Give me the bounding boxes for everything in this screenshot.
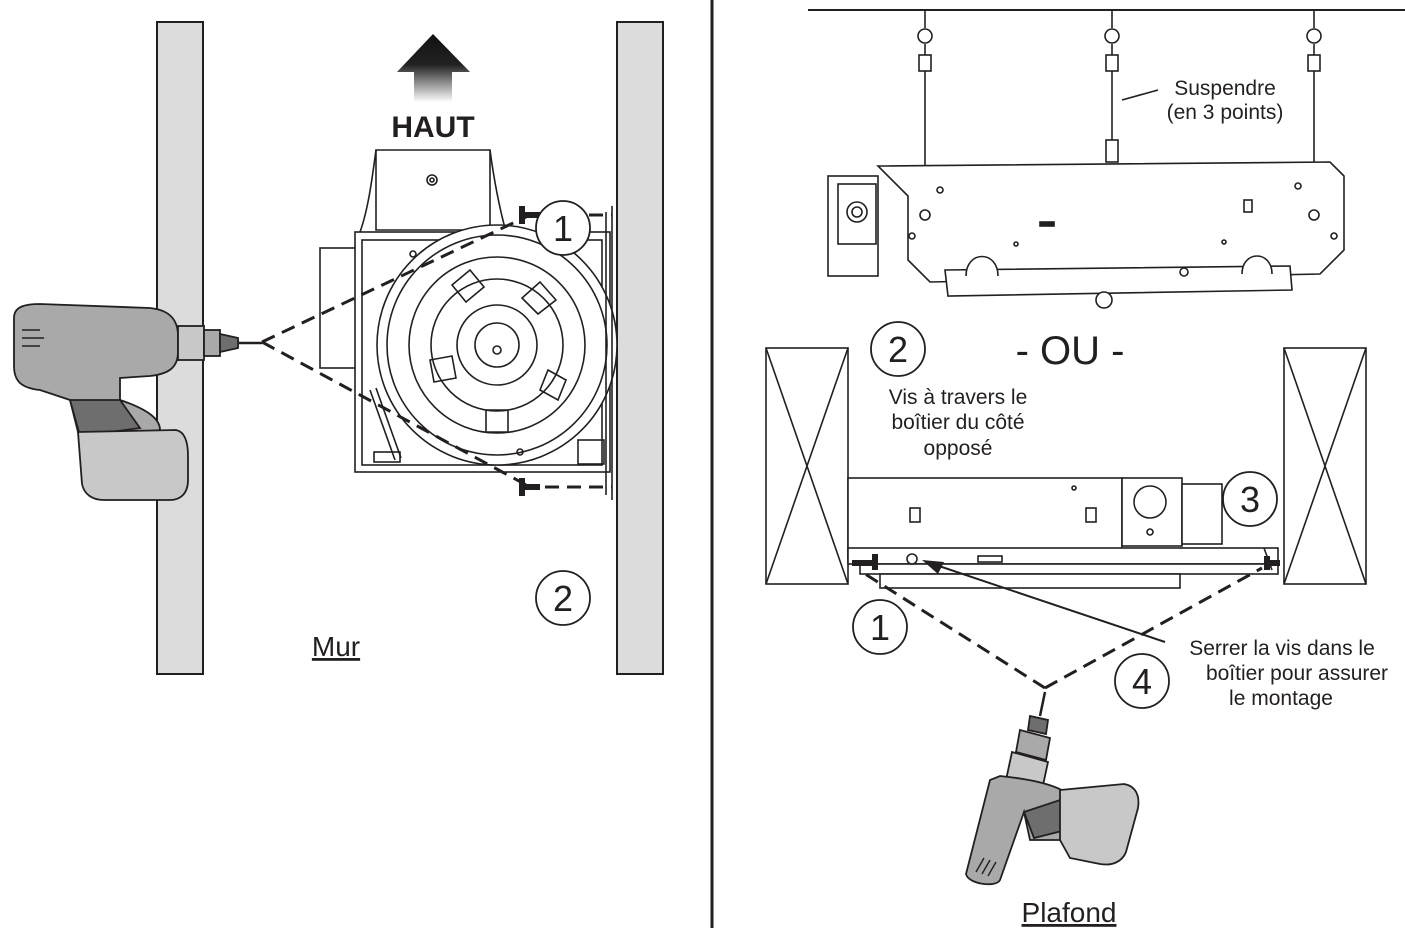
hang-label-1: Suspendre — [1174, 77, 1276, 100]
step-4-text-1: Serrer la vis dans le — [1189, 637, 1375, 660]
svg-text:1: 1 — [870, 607, 890, 648]
drill-icon — [13, 303, 262, 501]
wall-step-2: 2 — [535, 570, 591, 626]
fan-housing-icon — [847, 477, 1279, 589]
wall-step-1: 1 — [535, 200, 591, 256]
fan-housing-icon — [827, 161, 1345, 309]
svg-text:4: 4 — [1132, 661, 1152, 702]
step-2-text-3: opposé — [924, 437, 993, 460]
wall-panel: HAUT — [13, 21, 664, 675]
up-arrow-icon — [397, 34, 470, 102]
step-2-text-1: Vis à travers le — [889, 386, 1028, 409]
up-label: HAUT — [391, 111, 474, 144]
ceiling-step-2: 2 — [870, 321, 926, 377]
ceiling-step-1: 1 — [852, 599, 908, 655]
ceiling-panel: Suspendre (en 3 points) - OU - — [765, 9, 1405, 928]
fan-housing-icon — [319, 149, 618, 500]
ceiling-joist-right — [1283, 347, 1367, 585]
ceiling-step-4: 4 — [1114, 653, 1170, 709]
drill-aim-lines — [861, 566, 1263, 690]
screw-icon — [519, 206, 540, 496]
svg-text:1: 1 — [553, 208, 573, 249]
svg-text:3: 3 — [1240, 479, 1260, 520]
ceiling-joist-left — [765, 347, 849, 585]
hang-leader — [1121, 89, 1159, 101]
hang-label-2: (en 3 points) — [1167, 101, 1284, 124]
step-4-text-2: boîtier pour assurer — [1206, 662, 1388, 685]
svg-text:2: 2 — [888, 329, 908, 370]
tighten-arrow — [922, 560, 1166, 643]
wall-stud-right — [616, 21, 664, 675]
ceiling-step-3: 3 — [1222, 471, 1278, 527]
step-2-text-2: boîtier du côté — [891, 411, 1024, 434]
wall-caption: Mur — [312, 631, 360, 662]
drill-icon — [965, 691, 1140, 886]
step-4-text-3: le montage — [1229, 687, 1333, 710]
svg-text:2: 2 — [553, 578, 573, 619]
ceiling-caption: Plafond — [1022, 897, 1117, 928]
or-label: - OU - — [1016, 329, 1125, 373]
screw-icon — [852, 554, 1280, 570]
